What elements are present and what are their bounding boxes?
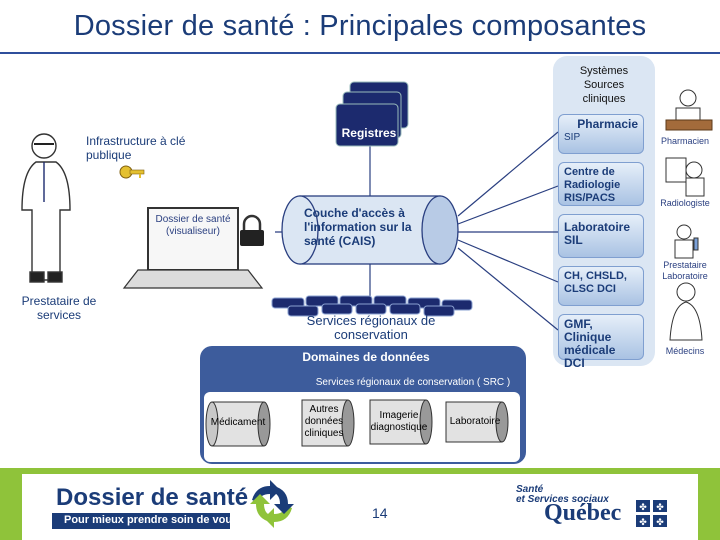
radiologist-label: Radiologiste	[660, 198, 710, 208]
registres-stack	[335, 81, 409, 147]
db-imagerie-label: Imagerie diagnostique	[370, 410, 428, 433]
svg-text:✤: ✤	[656, 517, 664, 527]
doctor-figure	[21, 133, 71, 283]
padlock-icon	[240, 214, 264, 246]
physicians-icon	[669, 282, 703, 341]
lab-provider-icon	[674, 224, 699, 259]
db-laboratoire-label: Laboratoire	[449, 416, 501, 427]
lab-provider-label: Prestataire Laboratoire	[662, 260, 708, 281]
connector-cais-pharmacie	[457, 131, 559, 217]
ministry-line1: Santé	[516, 484, 544, 495]
prestataire-services-label: Prestataire de services	[21, 294, 97, 322]
footer-panel	[22, 474, 698, 540]
pharmacist-label: Pharmacien	[660, 136, 710, 146]
page-title: Dossier de santé : Principales composant…	[73, 10, 647, 42]
key-icon	[119, 165, 145, 179]
connector-cais-radiologie	[457, 185, 559, 225]
cais-cylinder	[281, 195, 459, 265]
title-rule	[0, 52, 720, 54]
footer-brand-tagline: Pour mieux prendre soin de vous	[64, 514, 239, 526]
connector-cais-gmf	[457, 247, 559, 331]
domaines-inner	[204, 392, 520, 462]
svg-text:✤: ✤	[656, 502, 664, 512]
source-systems-label: Systèmes Sources cliniques	[579, 65, 629, 105]
svg-text:✤: ✤	[639, 502, 647, 512]
gmf-box: GMF, Clinique médicale DCI	[558, 314, 644, 370]
radiologist-icon	[665, 157, 705, 197]
quebec-flag-icon: ✤ ✤ ✤ ✤	[636, 500, 667, 527]
db-autres-label: Autres données cliniques	[304, 404, 344, 439]
ministry-line2: et Services sociaux	[516, 494, 609, 505]
page-number: 14	[372, 505, 388, 521]
db-cylinders	[205, 399, 509, 447]
cais-label: Couche d'accès à l'information sur la sa…	[304, 206, 412, 248]
chsld-box: CH, CHSLD, CLSC DCI	[558, 266, 644, 306]
sip-label: SIP	[564, 132, 581, 143]
db-medicament-label: Médicament	[210, 417, 266, 428]
radiologie-box: Centre de Radiologie RIS/PACS	[558, 162, 644, 206]
services-regionaux-label: Services régionaux de conservation	[306, 313, 436, 342]
laboratoire-box: Laboratoire SIL	[558, 214, 644, 258]
svg-text:✤: ✤	[639, 517, 647, 527]
src-label: Services régionaux de conservation ( SRC…	[315, 377, 511, 388]
arrows-logo-icon	[250, 480, 294, 528]
connector-cais-chsld	[457, 239, 559, 283]
physicians-label: Médecins	[665, 346, 705, 356]
pharmacie-box: Pharmacie SIP	[558, 114, 644, 154]
visualiseur-label: Dossier de santé (visualiseur)	[155, 214, 231, 237]
laptop-icon	[122, 207, 264, 289]
pharmacie-label: Pharmacie	[577, 117, 638, 131]
pharmacist-icon	[665, 89, 713, 131]
domaines-label: Domaines de données	[302, 350, 430, 364]
infrastructure-label: Infrastructure à clé publique	[86, 134, 186, 162]
regional-services-disks	[271, 295, 473, 317]
registres-label: Registres	[341, 126, 397, 140]
footer-brand-tagline-box	[52, 513, 230, 529]
footer-brand-title: Dossier de santé	[56, 484, 249, 511]
quebec-wordmark: Québec	[544, 500, 622, 526]
